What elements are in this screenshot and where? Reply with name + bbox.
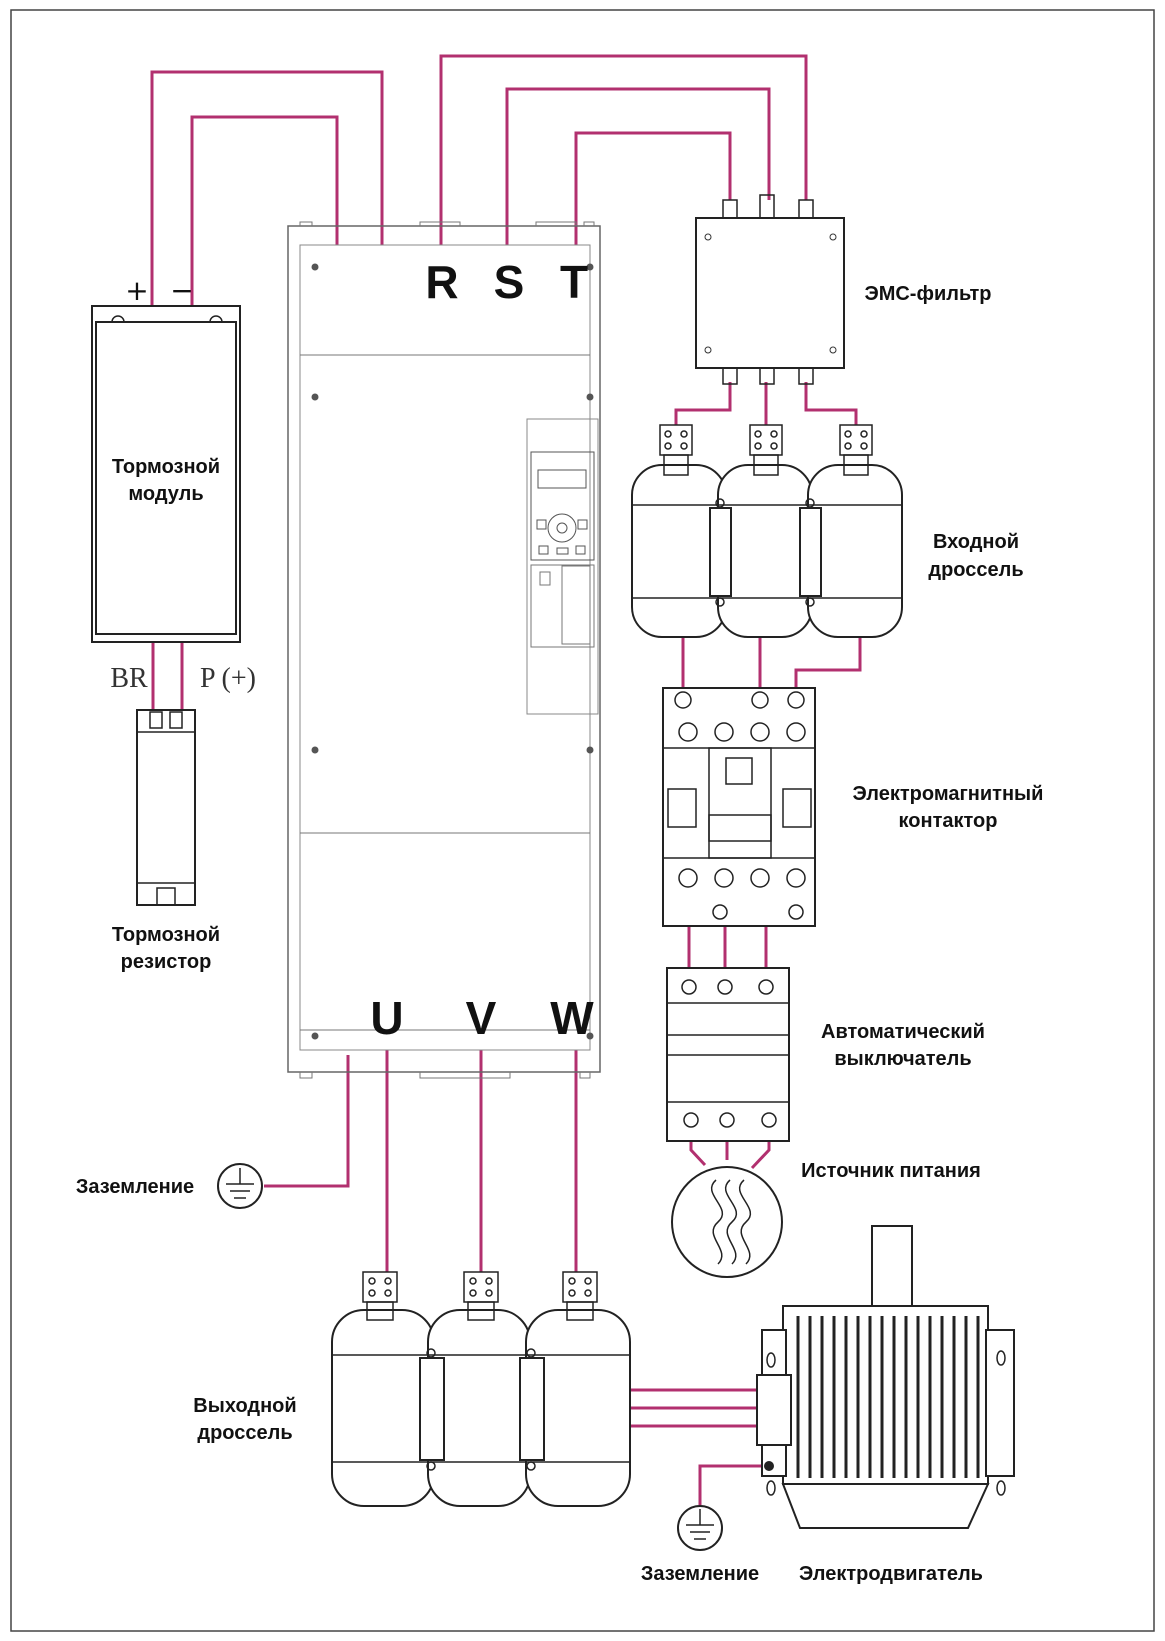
page-frame	[10, 9, 1155, 1632]
contactor-label-1: Электромагнитный	[853, 783, 1044, 805]
contactor-label-2: контактор	[899, 810, 998, 832]
input-choke-label-1: Входной	[933, 531, 1019, 553]
brake-br-terminal: BR	[110, 663, 148, 694]
input-choke: Входной дроссель	[631, 424, 1024, 638]
terminal-t: T	[560, 256, 588, 308]
brake-module: Тормозной модуль + − BR P (+)	[91, 274, 256, 694]
electromagnetic-contactor: Электромагнитный контактор	[662, 687, 1044, 927]
ground-left: Заземление	[76, 1163, 263, 1209]
terminal-v: V	[466, 992, 497, 1044]
ground-bottom-label: Заземление	[641, 1563, 759, 1585]
motor-label: Электродвигатель	[799, 1563, 983, 1585]
terminal-w: W	[550, 992, 594, 1044]
output-choke-label-1: Выходной	[193, 1395, 296, 1417]
brake-p-terminal: P (+)	[200, 663, 256, 694]
power-source-label: Источник питания	[801, 1160, 981, 1182]
breaker-label-2: выключатель	[834, 1048, 971, 1070]
breaker-label-1: Автоматический	[821, 1021, 985, 1043]
brake-module-label-1: Тормозной	[112, 456, 220, 478]
ground-bottom: Заземление	[641, 1505, 759, 1585]
brake-resistor-label-1: Тормозной	[112, 924, 220, 946]
circuit-breaker: Автоматический выключатель	[666, 967, 985, 1142]
brake-plus-sign: +	[125, 274, 148, 307]
brake-resistor: Тормозной резистор	[112, 709, 220, 973]
brake-resistor-label-2: резистор	[121, 951, 212, 973]
emc-filter: ЭМС-фильтр	[695, 194, 992, 385]
input-choke-label-2: дроссель	[928, 559, 1023, 581]
brake-minus-sign: −	[170, 274, 193, 307]
output-choke: Выходной дроссель	[193, 1271, 631, 1507]
terminal-u: U	[370, 992, 403, 1044]
ground-left-label: Заземление	[76, 1176, 194, 1198]
power-source: Источник питания	[671, 1160, 981, 1278]
terminal-r: R	[425, 256, 458, 308]
emc-filter-label: ЭМС-фильтр	[864, 283, 991, 305]
brake-module-label-2: модуль	[128, 483, 203, 505]
output-choke-label-2: дроссель	[197, 1422, 292, 1444]
electric-motor: Электродвигатель	[756, 1225, 1015, 1585]
inverter-drive: R S T U V W	[287, 221, 601, 1079]
terminal-s: S	[494, 256, 525, 308]
